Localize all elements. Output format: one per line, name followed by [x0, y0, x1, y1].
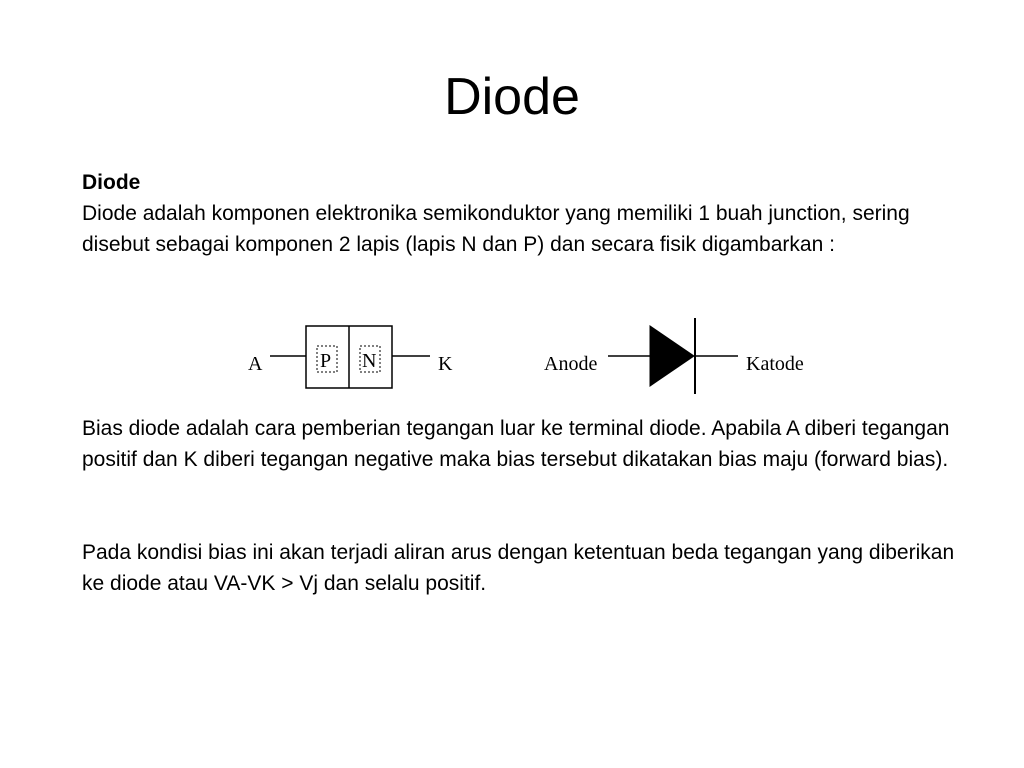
pn-cathode-label: K: [438, 353, 453, 375]
n-region-box: [359, 345, 381, 373]
bias-paragraph: Bias diode adalah cara pemberian teganga…: [82, 417, 950, 471]
pn-junction-figure: A P N K: [240, 312, 470, 404]
diode-symbol-diagram: Anode Katode: [544, 318, 804, 394]
pn-junction-diagram: A P N K: [248, 325, 453, 389]
p-region-label: P: [320, 350, 331, 372]
p-region-box: [316, 345, 338, 373]
intro-block: Diode Diode adalah komponen elektronika …: [82, 167, 962, 260]
diode-triangle-icon: [649, 325, 695, 387]
condition-paragraph: Pada kondisi bias ini akan terjadi alira…: [82, 541, 955, 595]
pn-anode-label: A: [248, 353, 263, 375]
n-region-label: N: [362, 350, 376, 372]
diode-symbol-figure: Anode Katode: [538, 312, 818, 404]
slide-title: Diode: [444, 68, 580, 126]
symbol-cathode-label: Katode: [746, 353, 804, 375]
section-heading: Diode: [82, 171, 141, 194]
bias-block: Bias diode adalah cara pemberian teganga…: [82, 413, 962, 475]
symbol-anode-label: Anode: [544, 353, 597, 375]
intro-paragraph: Diode adalah komponen elektronika semiko…: [82, 202, 910, 256]
condition-block: Pada kondisi bias ini akan terjadi alira…: [82, 537, 962, 599]
